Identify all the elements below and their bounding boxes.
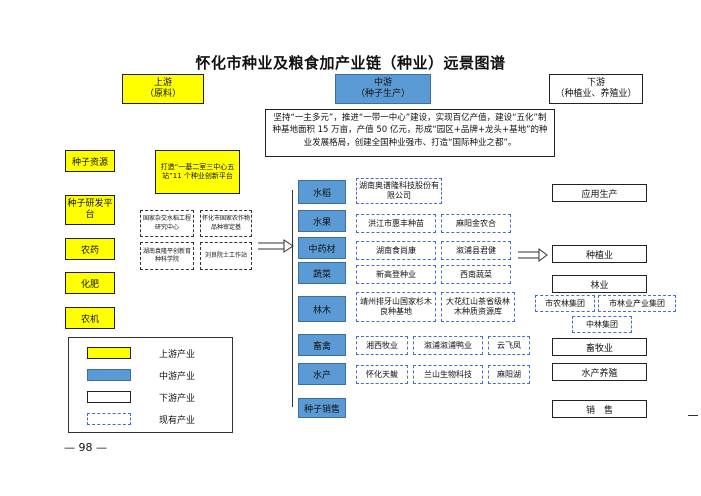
- existing-academician-station: 刘良院士工作站: [200, 242, 252, 270]
- upstream-header: 上游 （原料）: [122, 74, 204, 104]
- upstream-innovation-note: 打造“一基二室三中心五站”11 个种业创新平台: [155, 150, 240, 194]
- forestry-group-zhonglin: 中林集团: [572, 316, 632, 333]
- midstream-connector: [292, 190, 293, 407]
- downstream-header-sub: （种植业、养殖业）: [555, 89, 637, 99]
- company-xinan-vegetables: 西南蔬菜: [441, 265, 511, 284]
- mid-category-forest: 林木: [298, 296, 346, 322]
- company-junjian: 溆浦县君健: [441, 241, 511, 260]
- legend-swatch-midstream: [87, 369, 131, 381]
- company-lanshan-bio: 兰山生物科技: [413, 365, 483, 384]
- midstream-header-sub: （种子生产）: [355, 89, 410, 99]
- existing-variety-base: 怀化市国家农作物品种审定基: [200, 210, 252, 237]
- upstream-header-sub: （原料）: [144, 89, 181, 99]
- legend: 上游产业 中游产业 下游产业 现有产业: [68, 337, 233, 433]
- upstream-item-seed-resources: 种子资源: [65, 150, 115, 172]
- company-huifeng: 洪江市惠丰种苗: [356, 214, 436, 233]
- downstream-livestock: 畜牧业: [552, 338, 647, 356]
- upstream-item-fertilizer: 化肥: [65, 272, 115, 294]
- company-mayang-lake: 麻阳湖: [488, 365, 530, 384]
- intro-text-box: 坚持“一主多元”，推进“一带一中心”建设，实现百亿产值，建设“五化”制种基地面积…: [265, 109, 555, 157]
- legend-label-downstream: 下游产业: [159, 394, 196, 404]
- company-shishangkang: 湖南食尚康: [356, 241, 436, 260]
- upstream-header-name: 上游: [153, 77, 172, 88]
- midstream-header-name: 中游: [373, 77, 392, 88]
- legend-label-midstream: 中游产业: [159, 372, 196, 382]
- arrow-midstream-to-downstream: [518, 248, 548, 262]
- mid-category-aquatic: 水产: [298, 363, 346, 385]
- existing-rice-center: 国家杂交水稻工程研究中心: [140, 210, 194, 237]
- mid-category-rice: 水稻: [298, 180, 346, 204]
- company-aopulong: 湖南奥谱隆科技股份有限公司: [356, 178, 442, 204]
- downstream-application: 应用生产: [552, 184, 647, 202]
- legend-swatch-downstream: [87, 391, 131, 403]
- upstream-item-pesticide: 农药: [65, 238, 115, 260]
- page-number: — 98 —: [64, 441, 107, 454]
- downstream-aquaculture: 水产养殖: [552, 363, 647, 381]
- mid-category-herbs: 中药材: [298, 237, 346, 259]
- company-huaihua-tianba: 怀化天鲅: [356, 365, 408, 384]
- mid-category-seed-sales: 种子销售: [298, 398, 346, 418]
- legend-label-existing: 现有产业: [159, 416, 196, 426]
- mid-category-vegetables: 蔬菜: [298, 262, 346, 284]
- company-yunfeifeng: 云飞凤: [488, 336, 530, 355]
- legend-swatch-existing: [87, 413, 131, 425]
- midstream-header: 中游 （种子生产）: [335, 74, 431, 104]
- downstream-header: 下游 （种植业、养殖业）: [549, 74, 643, 104]
- upstream-item-seed-rd-platform: 种子研发平台: [65, 195, 115, 225]
- legend-swatch-upstream: [87, 347, 131, 359]
- existing-breeding-academy: 湖南袁隆平创新育种科学院: [140, 242, 194, 270]
- edge-marker: [688, 415, 698, 416]
- company-paiyashan: 靖州排牙山国家杉木良种基地: [356, 292, 436, 322]
- company-xiangxi-muye: 湘西牧业: [356, 336, 408, 355]
- forestry-group-city-forestry: 市林业产业集团: [598, 295, 676, 312]
- company-dahuahong: 大花红山茶省级林木种质资源库: [441, 292, 515, 322]
- company-jinnonghe: 麻阳金农合: [441, 214, 511, 233]
- downstream-header-name: 下游: [586, 77, 605, 88]
- page-title: 怀化市种业及粮食加产业链（种业）远景图谱: [195, 54, 506, 72]
- mid-category-fruit: 水果: [298, 210, 346, 232]
- legend-label-upstream: 上游产业: [159, 350, 196, 360]
- forestry-group-city-agri: 市农林集团: [535, 295, 595, 312]
- upstream-item-farm-machinery: 农机: [65, 307, 115, 329]
- arrow-upstream-to-midstream: [258, 239, 294, 253]
- downstream-sales: 销 售: [552, 400, 647, 418]
- company-xupu-duck: 溆浦溆浦鸭业: [413, 336, 483, 355]
- mid-category-livestock: 畜禽: [298, 334, 346, 356]
- company-xingaodeng: 新高登种业: [356, 265, 436, 284]
- downstream-planting: 种植业: [552, 245, 647, 263]
- downstream-forestry: 林业: [552, 275, 647, 293]
